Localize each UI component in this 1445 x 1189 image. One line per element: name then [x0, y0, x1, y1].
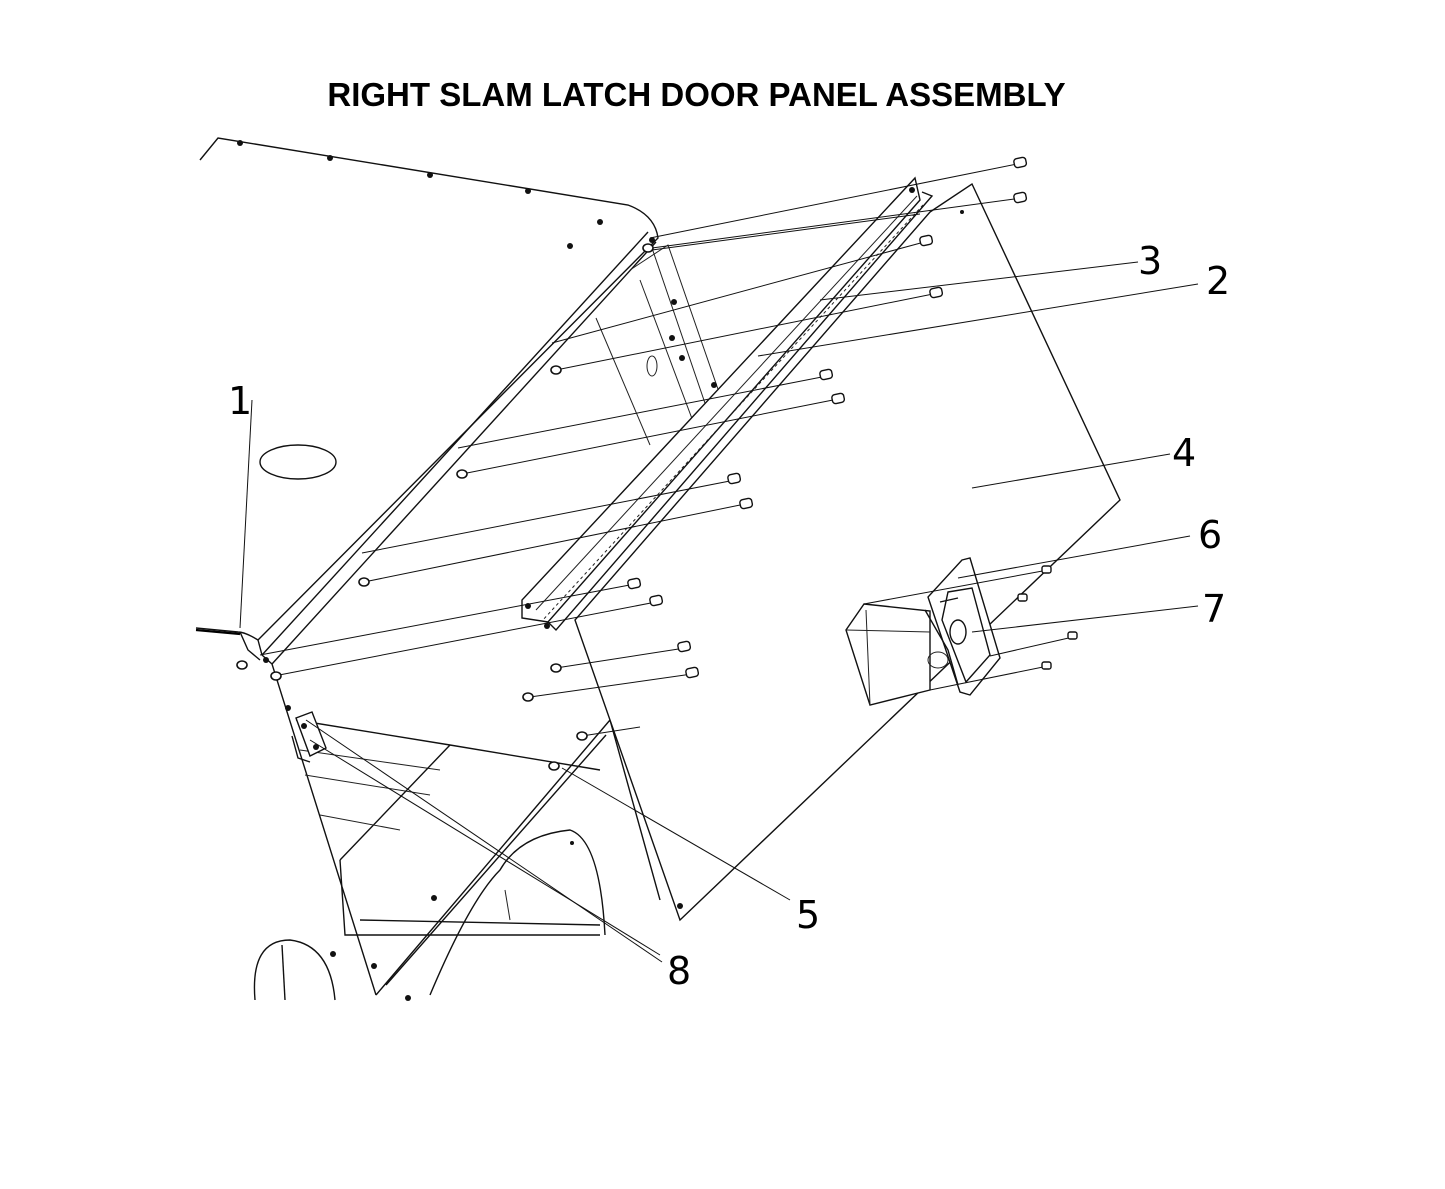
- callout-1: 1: [228, 379, 252, 423]
- screws: [236, 156, 1078, 771]
- leader-6: [957, 535, 1191, 579]
- leader-8b: [305, 719, 663, 963]
- fastener-lines: [259, 162, 1074, 737]
- top-vent-hole: [259, 444, 337, 480]
- callout-6: 6: [1198, 513, 1222, 557]
- leader-3: [819, 261, 1139, 301]
- leader-1: [239, 399, 253, 629]
- slam-latch: [845, 557, 1001, 706]
- continuous-hinge: [521, 176, 934, 632]
- door-panel: [574, 182, 1121, 922]
- leader-2: [757, 283, 1199, 357]
- callout-8: 8: [667, 949, 691, 993]
- leader-8: [309, 739, 661, 956]
- cabinet-body: [195, 137, 721, 1001]
- callout-4: 4: [1172, 431, 1196, 475]
- page-title: RIGHT SLAM LATCH DOOR PANEL ASSEMBLY: [327, 76, 1066, 113]
- striker-bracket: [291, 711, 327, 763]
- callout-2: 2: [1206, 259, 1230, 303]
- leader-4: [971, 453, 1171, 489]
- callout-leaders: [239, 261, 1199, 963]
- callout-7: 7: [1202, 587, 1226, 631]
- leader-5: [561, 767, 791, 901]
- callout-labels: 1 2 3 4 5 6 7 8: [228, 239, 1230, 993]
- callout-3: 3: [1138, 239, 1162, 283]
- leader-7: [971, 605, 1199, 633]
- callout-5: 5: [796, 893, 820, 937]
